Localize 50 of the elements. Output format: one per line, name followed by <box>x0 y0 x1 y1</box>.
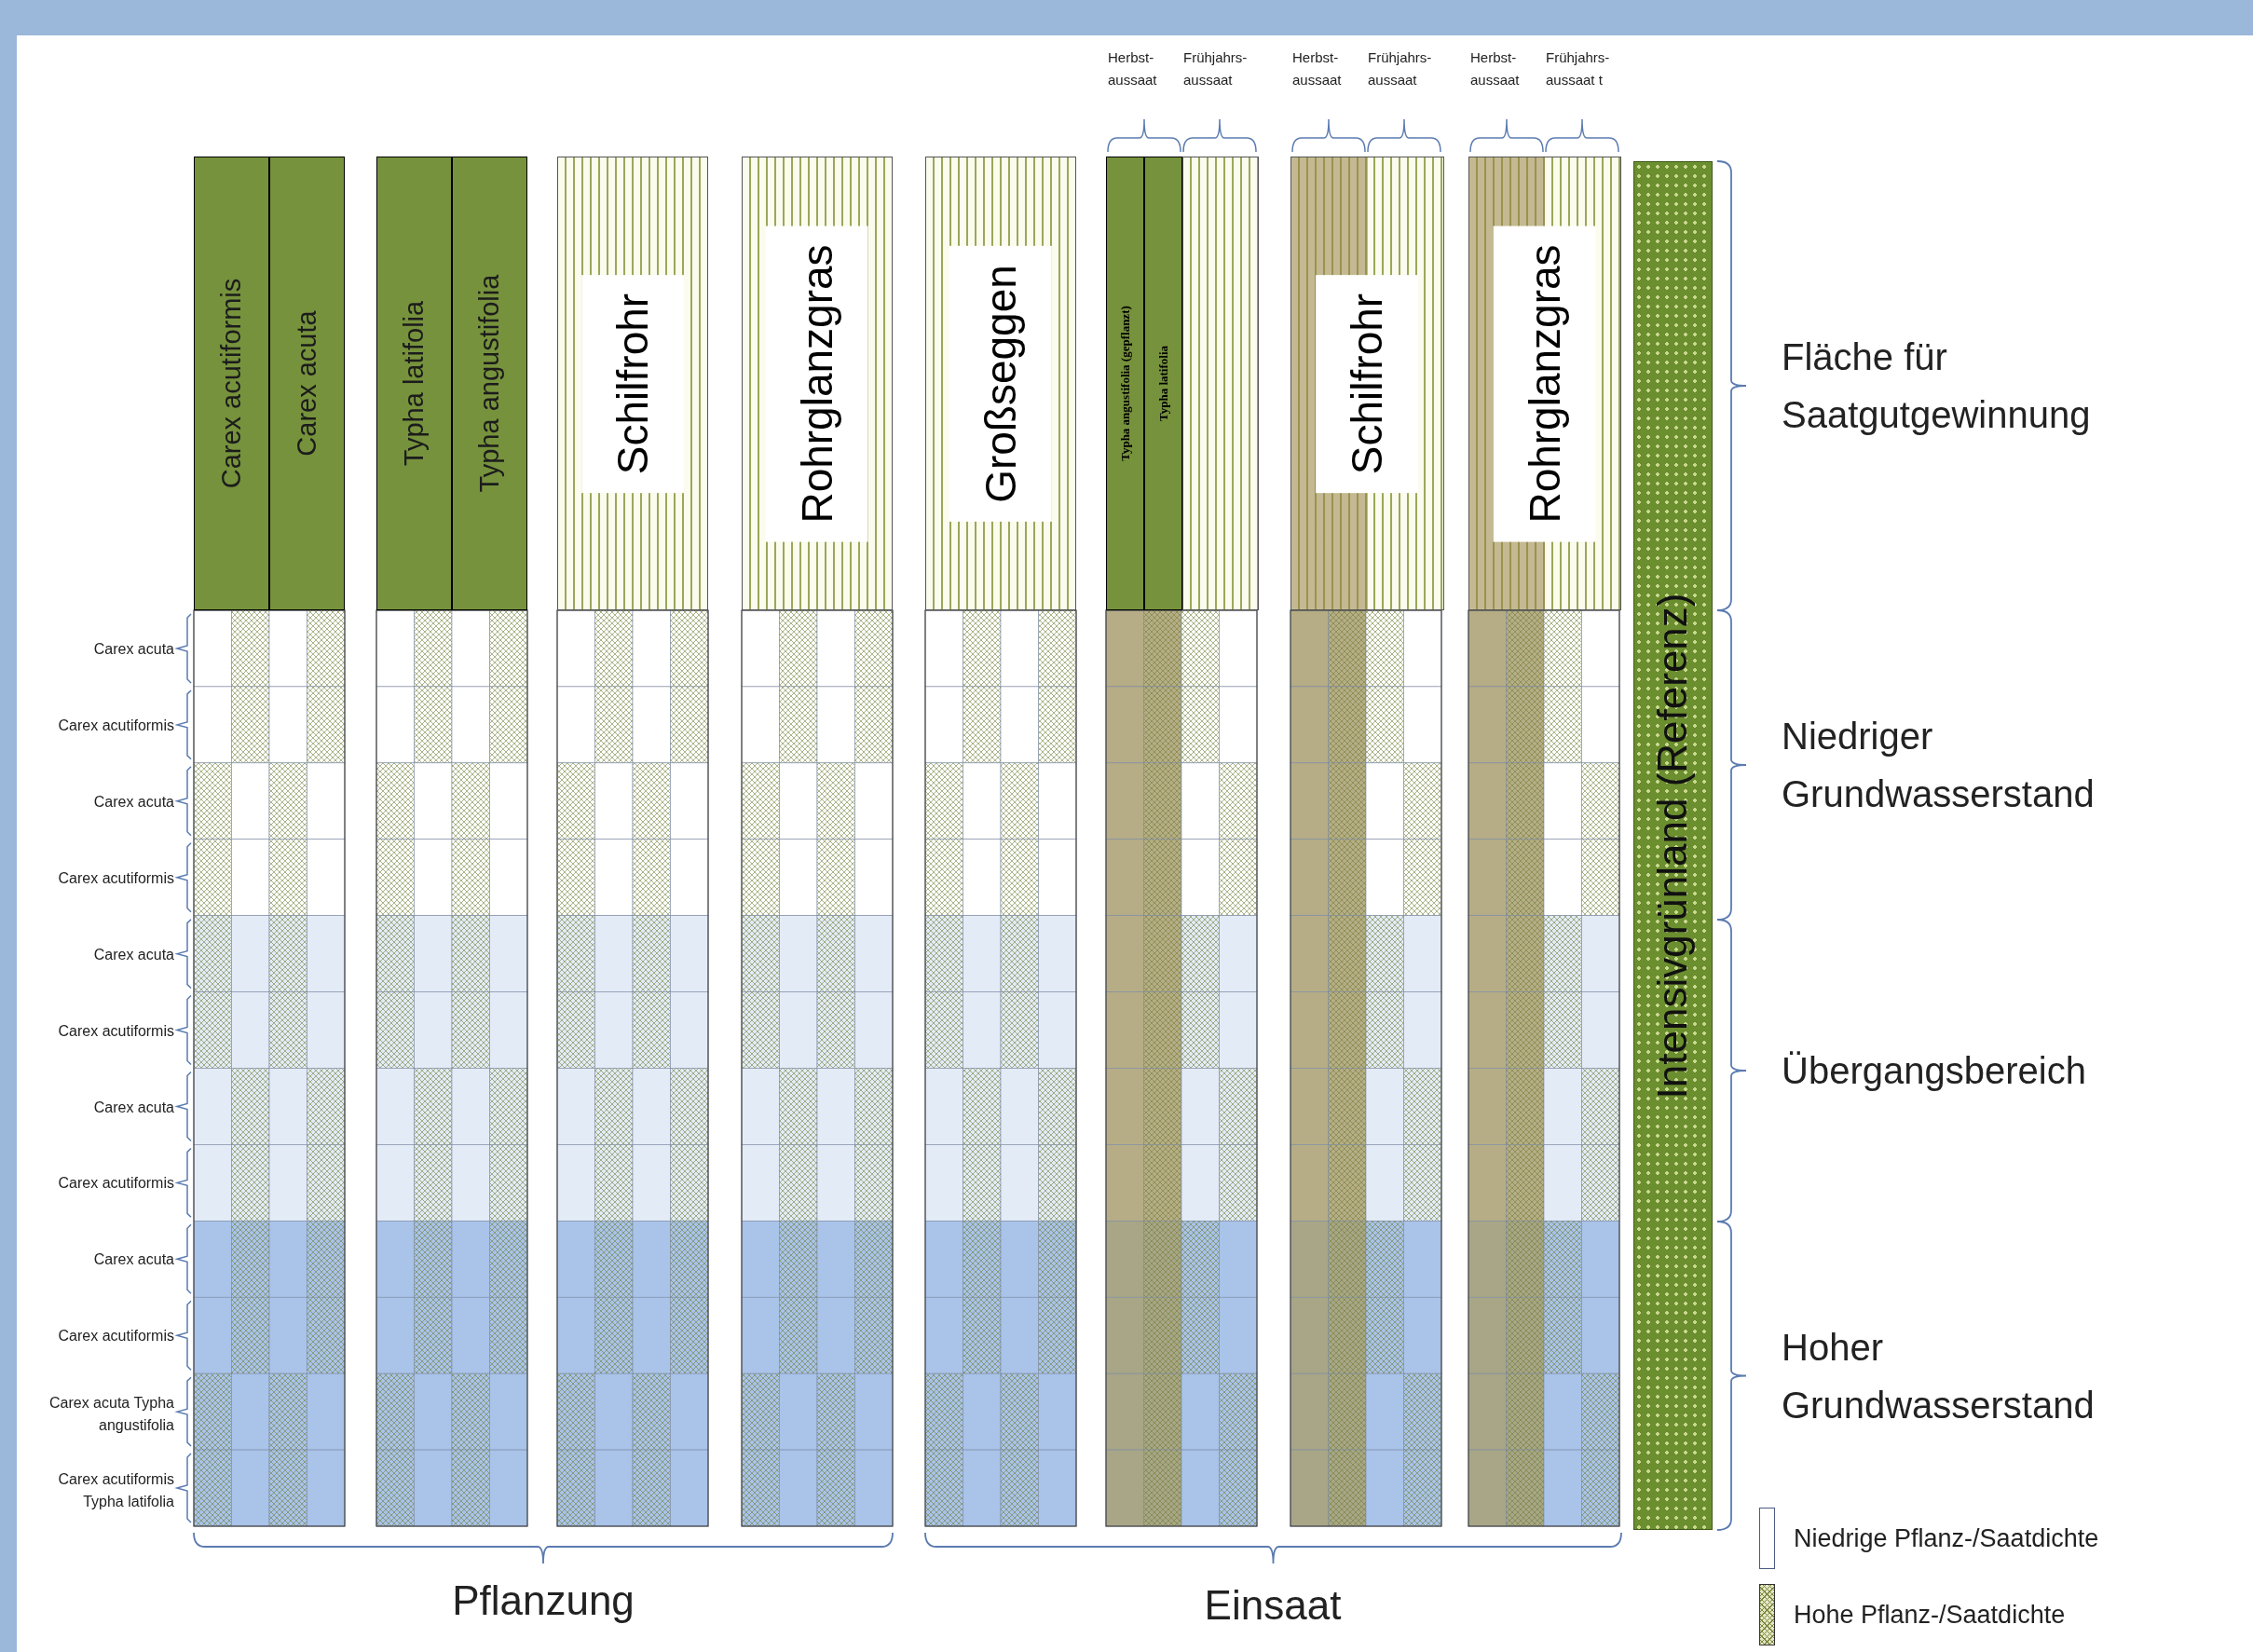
sowing-time-label: Herbst- aussaat <box>1108 48 1158 89</box>
row-label: Carex acutiformis <box>57 1021 174 1041</box>
sowing-time-label: Herbst- aussaat <box>1470 48 1521 89</box>
column-header <box>557 157 708 610</box>
column-title: Typha angustifolia <box>476 274 503 493</box>
column-header <box>1144 157 1182 610</box>
sowing-time-label: Frühjahrs- aussaat t <box>1546 48 1611 89</box>
row-label: Carex acutiformis <box>57 716 174 735</box>
column-header <box>452 157 527 610</box>
zone-label: Niedriger Grundwasserstand <box>1782 715 2096 816</box>
legend-label: Hohe Pflanz-/Saatdichte <box>1794 1599 2066 1631</box>
zone-label: Hoher Grundwasserstand <box>1782 1325 2096 1427</box>
sowing-time-label: Frühjahrs- aussaat <box>1368 48 1433 89</box>
column-header <box>742 157 893 610</box>
column-title: Carex acutiformis <box>218 278 245 489</box>
column-title: Typha latifolia <box>1157 346 1169 421</box>
column-header <box>269 157 345 610</box>
column-title: Rohrglanzgras <box>1494 225 1596 542</box>
row-label: Carex acutiformis <box>57 1174 174 1194</box>
row-label: Carex acuta <box>92 945 174 964</box>
legend-label: Niedrige Pflanz-/Saatdichte <box>1794 1522 2099 1554</box>
row-label: Carex acutiformis Typha latifolia <box>57 1470 174 1512</box>
sowing-time-label: Frühjahrs- aussaat <box>1183 48 1249 89</box>
column-header <box>376 157 452 610</box>
column-title: Rohrglanzgras <box>766 225 868 542</box>
row-label: Carex acuta <box>92 640 174 659</box>
column-title: Großseggen <box>949 245 1052 522</box>
row-label: Carex acuta <box>92 1250 174 1270</box>
row-label: Carex acuta <box>92 1098 174 1117</box>
column-header <box>1468 157 1621 610</box>
group-label: Pflanzung <box>451 1577 635 1625</box>
column-header <box>925 157 1076 610</box>
column-header <box>1633 161 1713 1530</box>
column-header <box>194 157 269 610</box>
sowing-time-label: Herbst- aussaat <box>1292 48 1343 89</box>
row-label: Carex acutiformis <box>57 1327 174 1346</box>
zone-label: Fläche für Saatgutgewinnung <box>1782 335 2092 437</box>
column-title: Typha angustifolia (gepflanzt) <box>1119 306 1131 461</box>
column-header <box>1106 157 1144 610</box>
column-header <box>1290 157 1444 610</box>
column-title: Typha latifolia <box>401 300 428 467</box>
column-title: Schilfrohr <box>581 274 684 493</box>
column-title: Intensivgrünland (Referenz) <box>1652 593 1694 1099</box>
row-label: Carex acuta Typha angustifolia <box>48 1394 174 1436</box>
group-label: Einsaat <box>1203 1581 1343 1630</box>
row-label: Carex acuta <box>92 792 174 812</box>
column-title: Schilfrohr <box>1316 274 1419 493</box>
zone-label: Übergangsbereich <box>1782 1049 2087 1093</box>
row-label: Carex acutiformis <box>57 868 174 888</box>
column-title: Carex acuta <box>294 310 321 457</box>
